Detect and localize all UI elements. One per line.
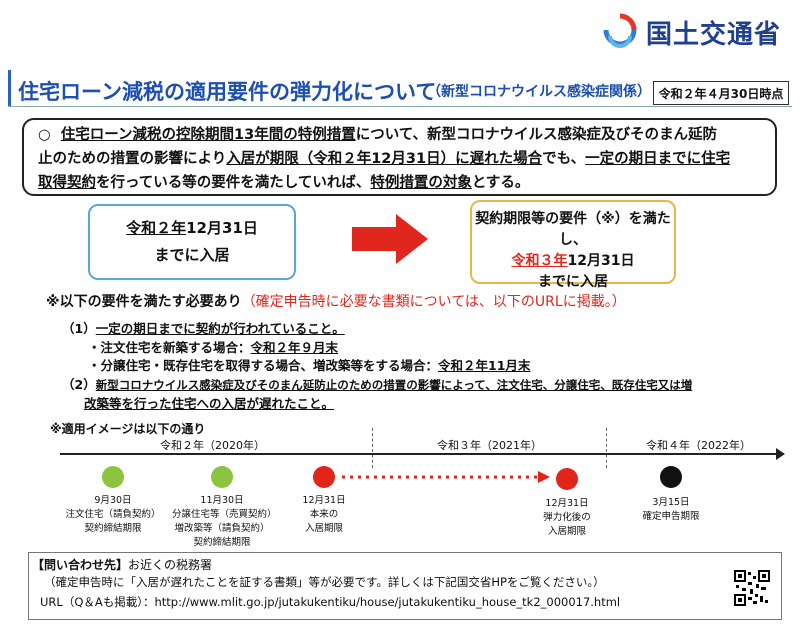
extension-dotted-arrow <box>342 471 550 483</box>
event-date: 12月31日 <box>545 498 589 509</box>
requirement-date: 令和２年11月末 <box>438 358 531 373</box>
summary-text-part: について、新型コロナウイルス感染症及びその <box>355 127 660 143</box>
event-line: 確定申告期限 <box>642 511 700 522</box>
summary-text-part: とする。 <box>471 175 530 191</box>
event-date: 9月30日 <box>94 495 132 506</box>
requirement-1a: ・注文住宅を新築する場合：令和２年９月末 <box>88 337 338 356</box>
extended-era: 令和３年 <box>511 253 568 269</box>
mlit-logo <box>603 13 637 48</box>
event-line: 分譲住宅等（売買契約） <box>172 509 277 520</box>
summary-emph-late-entry: 入居が期限（令和２年12月31日）に遅れた場合 <box>226 151 543 167</box>
event-date: 12月31日 <box>302 495 346 506</box>
summary-text: ○ 住宅ローン減税の控除期間13年間の特例措置について、新型コロナウイルス感染症… <box>38 123 768 195</box>
event-line: 入居期限 <box>304 523 343 534</box>
extended-deadline-box: 契約期限等の要件（※）を満たし、 令和３年12月31日 までに入居 <box>470 200 676 290</box>
event-line: 弾力化後の <box>543 512 591 523</box>
right-arrow-icon <box>352 214 428 264</box>
original-era: 令和２年 <box>126 219 187 237</box>
summary-emph-target: 特例措置の対象 <box>370 175 472 191</box>
org-name: 国土交通省 <box>646 20 782 50</box>
event-label-dec31-extended: 12月31日 弾力化後の 入居期限 <box>517 497 617 539</box>
event-line: 注文住宅（請負契約） <box>65 509 161 520</box>
requirements-docs-note: （確定申告時に必要な書類については、以下のURLに掲載。） <box>241 294 626 310</box>
requirement-1: （1）一定の期日までに契約が行われていること。 <box>62 318 345 337</box>
extended-entry-label: までに入居 <box>538 274 608 290</box>
requirement-text: 新型コロナウイルス感染症及びそのまん延防止のための措置の影響によって、注文住宅、… <box>95 378 693 392</box>
summary-text-part: を行っている等の要件を満たしていれば、 <box>96 175 371 191</box>
year-label-2021: 令和３年（2021年） <box>437 439 542 452</box>
requirement-text: 改築等を行った住宅への入居が遅れたこと。 <box>84 396 335 411</box>
contact-docs-note: （確定申告時に「入居が遅れたことを証する書類」等が必要です。詳しくは下記国交省H… <box>44 575 605 589</box>
requirements-note: ※以下の要件を満たす必要あり（確定申告時に必要な書類については、以下のURLに掲… <box>46 291 626 311</box>
summary-emph-special-measure: 住宅ローン減税の控除期間13年間の特例措置 <box>60 127 356 143</box>
requirement-1b: ・分譲住宅・既存住宅を取得する場合、増改築等をする場合：令和２年11月末 <box>88 355 530 374</box>
summary-box <box>22 118 777 196</box>
event-line: 入居期限 <box>547 526 586 537</box>
event-line: 増改築等（請負契約） <box>174 523 270 534</box>
year-divider <box>372 428 373 468</box>
event-date: 3月15日 <box>652 497 690 508</box>
event-label-sep30: 9月30日 注文住宅（請負契約） 契約締結期限 <box>63 494 163 536</box>
event-line: 本来の <box>309 509 339 520</box>
mlit-logo-mark <box>603 13 637 48</box>
event-dot-nov30 <box>211 466 233 488</box>
summary-text-part: 止のための措置の影響により <box>38 151 227 167</box>
year-label-2020: 令和２年（2020年） <box>160 439 265 452</box>
event-dot-sep30 <box>102 466 124 488</box>
event-dot-mar15 <box>660 466 682 488</box>
requirement-2: （2）新型コロナウイルス感染症及びそのまん延防止のための措置の影響によって、注文… <box>62 374 692 393</box>
year-divider <box>606 428 607 468</box>
requirement-number: （1） <box>62 321 96 336</box>
contact-box <box>28 552 782 620</box>
timeline-arrowhead <box>776 448 785 460</box>
event-label-mar15: 3月15日 確定申告期限 <box>621 496 721 524</box>
requirement-number: （2） <box>62 377 96 392</box>
requirements-head: ※以下の要件を満たす必要あり <box>46 294 242 310</box>
requirement-date: 令和２年９月末 <box>250 340 339 355</box>
summary-text-part: まん延防 <box>659 127 718 143</box>
year-label-2022: 令和４年（2022年） <box>646 439 751 452</box>
event-label-dec31-original: 12月31日 本来の 入居期限 <box>274 494 374 536</box>
page-title: 住宅ローン減税の適用要件の弾力化について <box>18 80 437 104</box>
event-line: 契約締結期限 <box>193 537 251 548</box>
event-label-nov30: 11月30日 分譲住宅等（売買契約） 増改築等（請負契約） 契約締結期限 <box>172 494 277 550</box>
page-subtitle: （新型コロナウイルス感染症関係） <box>427 84 651 100</box>
event-line: 契約締結期限 <box>84 523 142 534</box>
event-dot-dec31-original <box>313 466 335 488</box>
contact-heading-label: 【問い合わせ先】 <box>32 558 129 572</box>
requirement-label: ・注文住宅を新築する場合： <box>88 340 251 355</box>
summary-emph-contract: 取得契約 <box>38 175 96 191</box>
requirement-label: ・分譲住宅・既存住宅を取得する場合、増改築等をする場合： <box>88 358 439 373</box>
qr-code-icon[interactable] <box>734 570 770 606</box>
original-entry-label: までに入居 <box>154 246 230 264</box>
event-dot-dec31-extended <box>556 468 578 490</box>
summary-text-part: でも、 <box>542 151 586 167</box>
contact-url[interactable]: URL（Q＆Aも掲載）：http://www.mlit.go.jp/jutaku… <box>40 595 621 609</box>
original-deadline-box: 令和２年12月31日 までに入居 <box>88 204 296 280</box>
requirement-text: 一定の期日までに契約が行われていること。 <box>95 321 345 336</box>
as-of-date-badge: 令和２年４月30日時点 <box>653 81 789 105</box>
timeline-note: ※適用イメージは以下の通り <box>50 422 206 436</box>
extended-condition: 契約期限等の要件（※）を満たし、 <box>475 211 671 248</box>
extended-date: 12月31日 <box>567 253 635 269</box>
title-bar <box>8 70 792 107</box>
original-date: 12月31日 <box>186 219 258 237</box>
event-date: 11月30日 <box>200 495 244 506</box>
summary-emph-deadline: 一定の期日までに住宅 <box>585 151 731 167</box>
contact-heading-text: お近くの税務署 <box>128 558 213 572</box>
timeline-axis <box>60 453 782 455</box>
requirement-2-cont: 改築等を行った住宅への入居が遅れたこと。 <box>84 393 334 412</box>
contact-heading: 【問い合わせ先】お近くの税務署 <box>32 556 212 573</box>
summary-bullet: ○ <box>38 127 51 143</box>
